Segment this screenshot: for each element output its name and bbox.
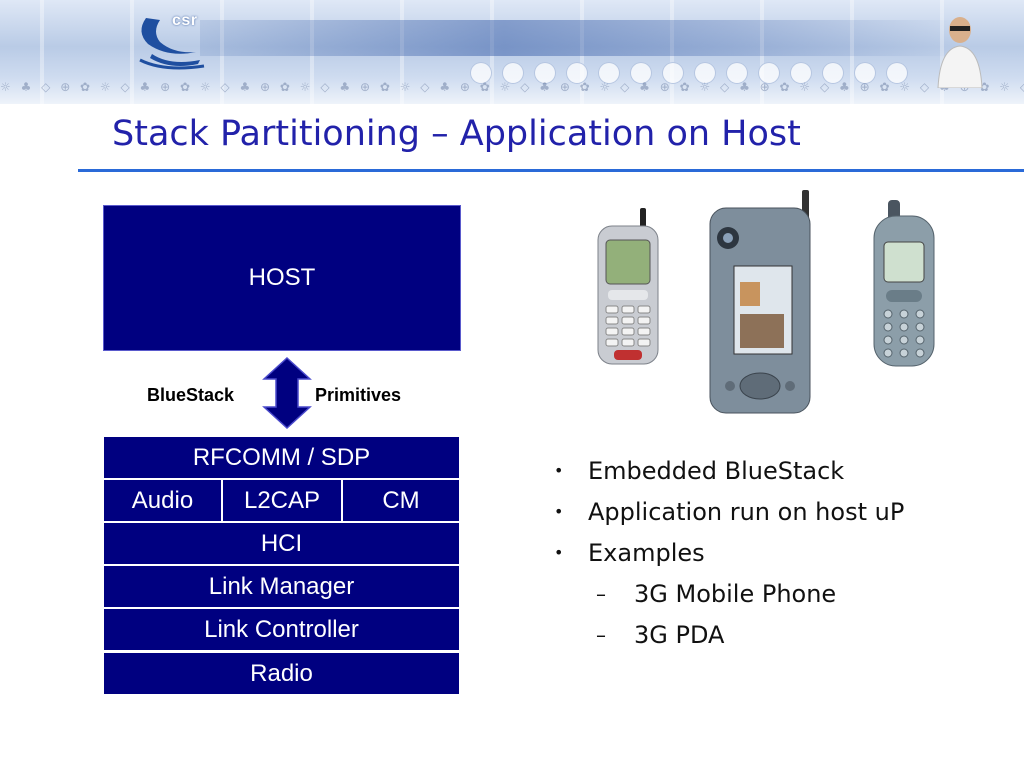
mobile-phone-image xyxy=(597,208,659,365)
host-label: HOST xyxy=(248,264,316,291)
banner-band xyxy=(200,20,960,56)
layer-rfcomm-sdp: RFCOMM / SDP xyxy=(103,436,460,479)
layer-link-controller: Link Controller xyxy=(103,608,460,651)
sub-bullet-marker: – xyxy=(596,622,606,647)
sub-bullet-text: 3G Mobile Phone xyxy=(634,579,837,608)
devices-image xyxy=(597,190,935,414)
logo-text: csr xyxy=(172,12,198,29)
slide-title: Stack Partitioning – Application on Host xyxy=(112,114,801,154)
banner-symbol-row: ☼ ♣ ◇ ⊕ ✿ ☼ ◇ ♣ ⊕ ✿ ☼ ◇ ♣ ⊕ ✿ ☼ ◇ ♣ ⊕ ✿ … xyxy=(0,80,1024,94)
csr-logo xyxy=(139,18,205,70)
sub-bullet-marker: – xyxy=(596,581,606,606)
layer-link-manager: Link Manager xyxy=(103,565,460,608)
layer-l2cap: L2CAP xyxy=(222,479,342,522)
sub-bullet-item: – 3G Mobile Phone xyxy=(548,573,904,614)
bullet-marker: • xyxy=(554,543,564,562)
layer-hci: HCI xyxy=(103,522,460,565)
bullet-item: • Embedded BlueStack xyxy=(548,450,904,491)
bullet-item: • Examples xyxy=(548,532,904,573)
primitives-label: Primitives xyxy=(315,385,402,405)
sub-bullet-text: 3G PDA xyxy=(634,620,725,649)
bullet-text: Embedded BlueStack xyxy=(588,456,845,485)
bullet-list: • Embedded BlueStack • Application run on … xyxy=(548,450,904,655)
bullet-text: Application run on host uP xyxy=(588,497,905,526)
person-image xyxy=(937,17,983,88)
mobile-phone-image xyxy=(873,200,935,367)
banner-circles xyxy=(470,62,908,84)
bluestack-label: BlueStack xyxy=(147,385,235,405)
bullet-item: • Application run on host uP xyxy=(548,491,904,532)
title-underline xyxy=(78,169,1024,172)
sub-bullet-item: – 3G PDA xyxy=(548,614,904,655)
double-arrow-icon xyxy=(262,357,312,429)
layer-row-audio-l2cap-cm: Audio L2CAP CM xyxy=(103,479,460,522)
layer-cm: CM xyxy=(342,479,460,522)
bullet-text: Examples xyxy=(588,538,705,567)
header-banner: ☼ ♣ ◇ ⊕ ✿ ☼ ◇ ♣ ⊕ ✿ ☼ ◇ ♣ ⊕ ✿ ☼ ◇ ♣ ⊕ ✿ … xyxy=(0,0,1024,104)
host-box: HOST xyxy=(103,205,461,351)
layer-radio: Radio xyxy=(103,652,460,695)
bullet-marker: • xyxy=(554,502,564,521)
bullet-marker: • xyxy=(554,461,564,480)
pda-image xyxy=(709,190,811,414)
layer-audio: Audio xyxy=(103,479,222,522)
